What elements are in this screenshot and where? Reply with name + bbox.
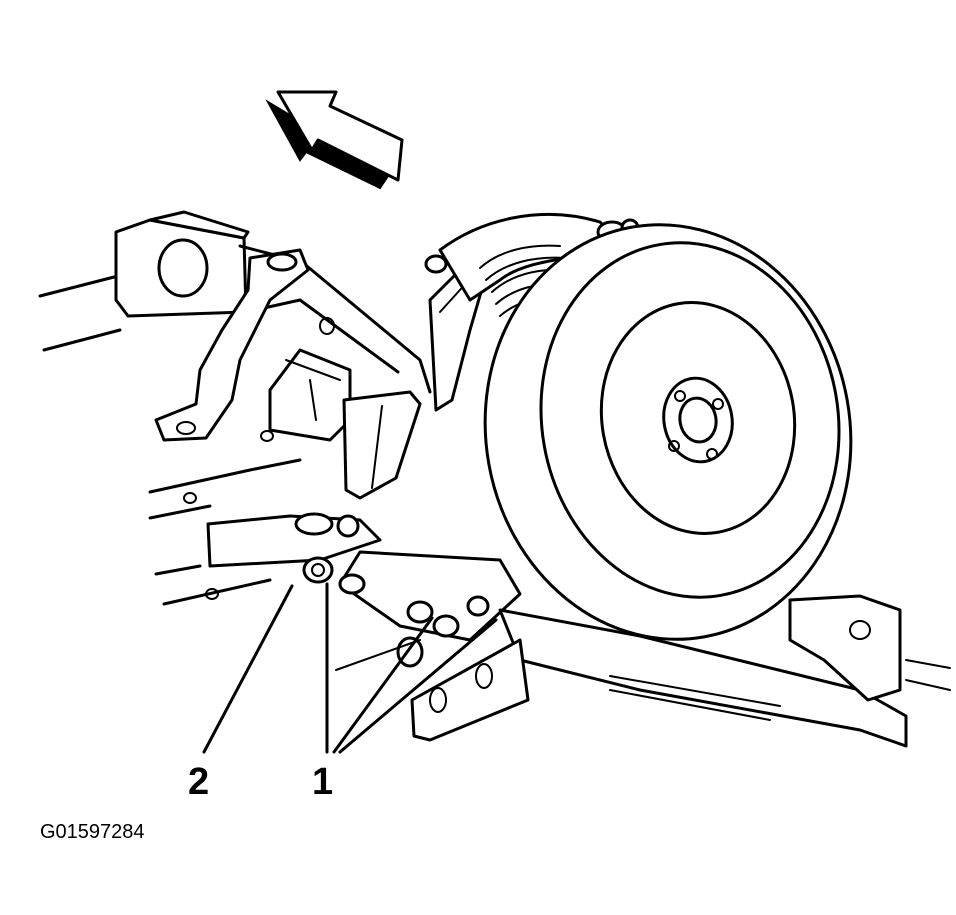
front-direction-arrow-icon — [265, 90, 404, 190]
callout-leader-lines — [202, 582, 498, 754]
lower-control-arm — [206, 512, 522, 642]
figure-id: G01597284 — [40, 821, 145, 843]
right-frame-rail — [498, 594, 951, 748]
left-lower-frame-rail — [148, 458, 530, 742]
mounting-bolts — [338, 573, 490, 668]
left-mount-bracket — [154, 248, 352, 442]
callout-label-1: 1 — [312, 761, 333, 803]
callout-label-2: 2 — [188, 761, 209, 803]
wheel-assembly — [483, 223, 853, 641]
